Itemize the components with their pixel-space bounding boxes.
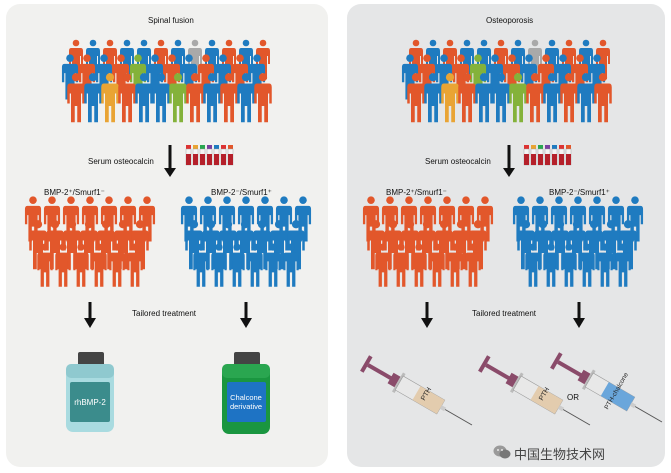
group-label-bmp2-negative: BMP-2⁻/Smurf1⁺ (549, 188, 610, 197)
treatment-label: Tailored treatment (132, 309, 197, 318)
group-label-bmp2-negative: BMP-2⁻/Smurf1⁺ (211, 188, 272, 197)
pth-syringe-icon (360, 355, 473, 426)
bottle-label-rhbmp2: rhBMP-2 (74, 398, 106, 407)
bmp2-negative-group-right (512, 196, 644, 287)
bmp2-positive-group-left (24, 196, 156, 287)
chalcone-derivative-bottle-icon (222, 352, 270, 434)
biomarker-label: Serum osteocalcin (88, 157, 154, 166)
or-label: OR (567, 393, 579, 402)
down-arrow-icon (573, 302, 585, 328)
down-arrow-icon (240, 302, 252, 328)
group-label-bmp2-positive: BMP-2⁺/Smurf1⁻ (44, 188, 105, 197)
panel-title: Osteoporosis (486, 16, 534, 25)
pth-syringe-icon (478, 355, 591, 426)
bottle-label-chalcone: Chalcone (230, 393, 262, 402)
down-arrow-icon (503, 145, 515, 177)
group-label-bmp2-positive: BMP-2⁺/Smurf1⁻ (386, 188, 447, 197)
down-arrow-icon (164, 145, 176, 177)
treatment-label: Tailored treatment (472, 309, 537, 318)
spinal-fusion-patient-crowd (61, 39, 272, 123)
bmp2-negative-group-left (180, 196, 312, 287)
rhbmp2-bottle-icon (66, 352, 114, 432)
blood-sample-tubes-left (185, 145, 234, 166)
watermark-text: 中国生物技术网 (514, 447, 606, 462)
pth-chalcone-syringe-icon (550, 352, 663, 423)
bottle-label-derivative: derivative (230, 402, 262, 411)
down-arrow-icon (421, 302, 433, 328)
biomarker-label: Serum osteocalcin (425, 157, 491, 166)
down-arrow-icon (84, 302, 96, 328)
bmp2-positive-group-right (362, 196, 494, 287)
panel-title: Spinal fusion (148, 16, 194, 25)
osteoporosis-patient-crowd (401, 39, 612, 123)
blood-sample-tubes-right (523, 145, 572, 166)
wechat-icon (493, 445, 511, 459)
